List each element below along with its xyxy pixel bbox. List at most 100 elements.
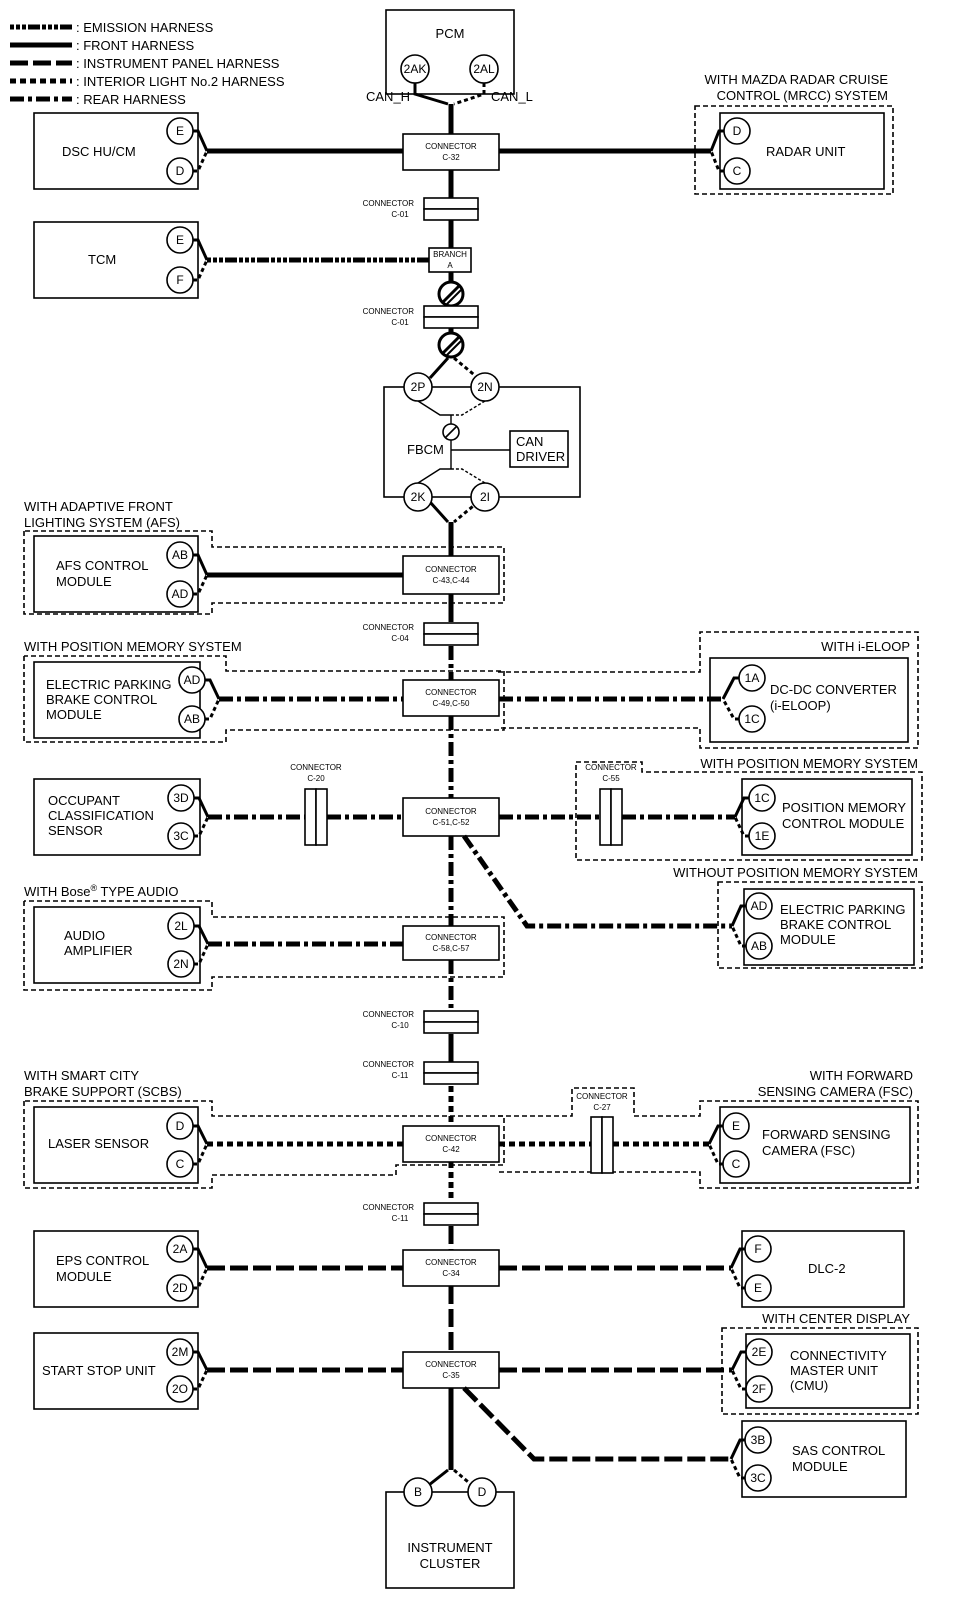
audio-amplifier-module: WITH Bose® TYPE AUDIO AUDIO AMPLIFIER 2L… <box>23 883 505 991</box>
dlc-pin-e: E <box>754 1281 762 1295</box>
tcm-pin-f: F <box>176 273 183 287</box>
epb2-label-line1: ELECTRIC PARKING <box>780 902 905 917</box>
cmu-condition: WITH CENTER DISPLAY <box>762 1311 910 1326</box>
pcm-pin-2al: 2AL <box>473 62 495 76</box>
ssu-pin-2o: 2O <box>172 1382 188 1396</box>
connector-c34: CONNECTOR C-34 <box>402 1249 500 1287</box>
c35-id: C-35 <box>442 1371 460 1380</box>
c49-word: CONNECTOR <box>425 688 477 697</box>
ocs-label-line2: CLASSIFICATION <box>48 808 154 823</box>
pmcm-label-line1: POSITION MEMORY <box>782 800 906 815</box>
cmu-label-line3: (CMU) <box>790 1378 828 1393</box>
c20-word: CONNECTOR <box>290 763 342 772</box>
epb-module-with-memory: WITH POSITION MEMORY SYSTEM ELECTRIC PAR… <box>23 639 505 743</box>
twisted-pair-upper <box>437 280 465 308</box>
fbcm-pin-2p: 2P <box>411 380 426 394</box>
position-memory-control-module: WITH POSITION MEMORY SYSTEM CONNECTOR C-… <box>499 756 923 861</box>
laser-label: LASER SENSOR <box>48 1136 149 1151</box>
c04-id: C-04 <box>391 634 409 643</box>
c58-word: CONNECTOR <box>425 933 477 942</box>
c55-id: C-55 <box>602 774 620 783</box>
sas-pin-3b: 3B <box>751 1433 766 1447</box>
c04-word: CONNECTOR <box>363 623 415 632</box>
c42-word: CONNECTOR <box>425 1134 477 1143</box>
start-stop-unit-module: START STOP UNIT 2M 2O <box>33 1332 403 1410</box>
fsc-condition-line2: SENSING CAMERA (FSC) <box>758 1084 913 1099</box>
legend-instrument: : INSTRUMENT PANEL HARNESS <box>76 56 280 71</box>
connector-c49-c50: CONNECTOR C-49,C-50 <box>402 679 500 717</box>
branch-id: A <box>447 261 453 270</box>
epb1-label-line1: ELECTRIC PARKING <box>46 677 171 692</box>
dlc-pin-f: F <box>754 1242 761 1256</box>
dlc2-connector: DLC-2 F E <box>499 1230 905 1308</box>
legend: : EMISSION HARNESS : FRONT HARNESS : INS… <box>10 20 285 107</box>
epb1-label-line3: MODULE <box>46 707 102 722</box>
epb2-pin-ab: AB <box>751 939 767 953</box>
connector-c11-lower: CONNECTOR C-11 <box>363 1202 479 1226</box>
connector-c10: CONNECTOR C-10 <box>363 1010 479 1034</box>
radar-condition-line2: CONTROL (MRCC) SYSTEM <box>717 88 888 103</box>
cmu-label-line1: CONNECTIVITY <box>790 1348 887 1363</box>
legend-interior: : INTERIOR LIGHT No.2 HARNESS <box>76 74 285 89</box>
c20-id: C-20 <box>307 774 325 783</box>
epb1-pin-ad: AD <box>184 673 201 687</box>
fbcm-pin-2k: 2K <box>411 490 426 504</box>
afs-label-line2: MODULE <box>56 574 112 589</box>
eps-control-module: EPS CONTROL MODULE 2A 2D <box>33 1230 403 1308</box>
pmcm-label-line2: CONTROL MODULE <box>782 816 905 831</box>
c32-word: CONNECTOR <box>425 142 477 151</box>
c51-word: CONNECTOR <box>425 807 477 816</box>
branch-a: BRANCH A <box>428 247 472 273</box>
ocs-label-line3: SENSOR <box>48 823 103 838</box>
c32-id: C-32 <box>442 153 460 162</box>
c10-id: C-10 <box>391 1021 409 1030</box>
occupant-classification-sensor: OCCUPANT CLASSIFICATION SENSOR 3D 3C <box>33 778 403 856</box>
c49-id: C-49,C-50 <box>433 699 470 708</box>
connectivity-master-unit-module: WITH CENTER DISPLAY CONNECTIVITY MASTER … <box>499 1311 919 1415</box>
c42-id: C-42 <box>442 1145 460 1154</box>
c55-word: CONNECTOR <box>585 763 637 772</box>
c01a-id: C-01 <box>391 210 409 219</box>
c01b-id: C-01 <box>391 318 409 327</box>
c34-word: CONNECTOR <box>425 1258 477 1267</box>
connector-c35: CONNECTOR C-35 <box>402 1351 500 1389</box>
ic-label-line2: CLUSTER <box>420 1556 481 1571</box>
pcm-module: PCM 2AK 2AL CAN_H CAN_L <box>366 9 533 106</box>
dlc-label: DLC-2 <box>808 1261 846 1276</box>
legend-emission: : EMISSION HARNESS <box>76 20 214 35</box>
pcm-label: PCM <box>436 26 465 41</box>
dcdc-label-line1: DC-DC CONVERTER <box>770 682 897 697</box>
dsc-module: DSC HU/CM E D <box>33 112 403 190</box>
can-l-label: CAN_L <box>491 89 533 104</box>
c10-word: CONNECTOR <box>363 1010 415 1019</box>
ic-pin-d: D <box>478 1485 487 1499</box>
fsc-label-line1: FORWARD SENSING <box>762 1127 891 1142</box>
can-driver-line2: DRIVER <box>516 449 565 464</box>
instrument-cluster-module: B D INSTRUMENT CLUSTER <box>385 1477 515 1589</box>
c01a-word: CONNECTOR <box>363 199 415 208</box>
c34-id: C-34 <box>442 1269 460 1278</box>
fsc-pin-e: E <box>732 1119 740 1133</box>
c43-word: CONNECTOR <box>425 565 477 574</box>
radar-condition-line1: WITH MAZDA RADAR CRUISE <box>705 72 889 87</box>
eps-pin-2d: 2D <box>172 1281 188 1295</box>
laser-pin-d: D <box>176 1119 185 1133</box>
fbcm-pin-2i: 2I <box>480 490 490 504</box>
amp-condition: WITH Bose® TYPE AUDIO <box>24 883 179 899</box>
branch-word: BRANCH <box>433 250 467 259</box>
c43-id: C-43,C-44 <box>433 576 470 585</box>
ic-label-line1: INSTRUMENT <box>407 1540 492 1555</box>
afs-label-line1: AFS CONTROL <box>56 558 148 573</box>
c51-id: C-51,C-52 <box>433 818 470 827</box>
epb2-condition: WITHOUT POSITION MEMORY SYSTEM <box>673 865 918 880</box>
cmu-pin-2f: 2F <box>752 1382 766 1396</box>
pmcm-condition: WITH POSITION MEMORY SYSTEM <box>700 756 918 771</box>
amp-pin-2l: 2L <box>174 919 188 933</box>
can-driver-line1: CAN <box>516 434 543 449</box>
dcdc-pin-1c: 1C <box>744 712 760 726</box>
radar-pin-c: C <box>733 164 742 178</box>
afs-pin-ab: AB <box>172 548 188 562</box>
fsc-condition-line1: WITH FORWARD <box>810 1068 913 1083</box>
eps-label-line2: MODULE <box>56 1269 112 1284</box>
radar-label: RADAR UNIT <box>766 144 846 159</box>
